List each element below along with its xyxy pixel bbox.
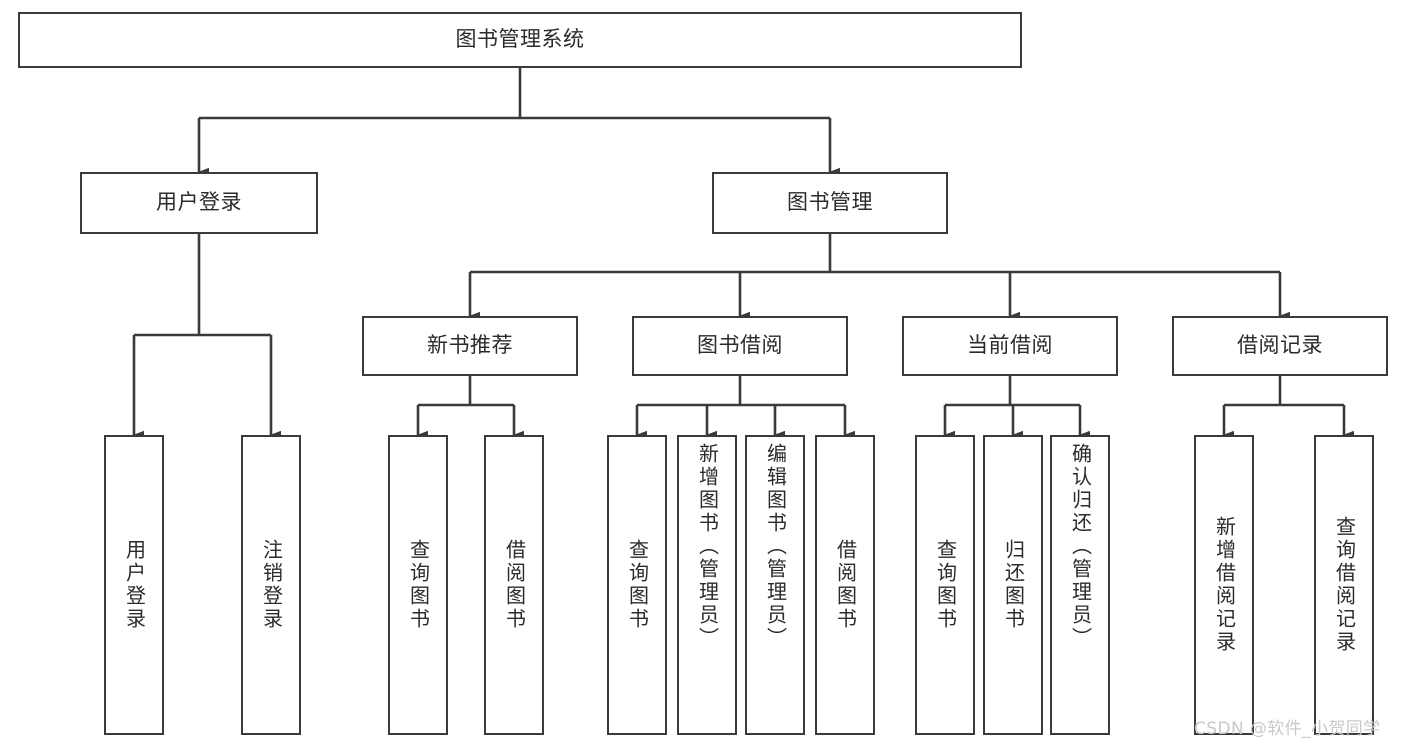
node-label: 图书管理 (787, 190, 873, 215)
node-label: 查询图书 (406, 539, 431, 631)
node-label: 归还图书 (1001, 539, 1026, 631)
csdn-watermark: CSDN @软件_小贺同学 (1194, 719, 1381, 739)
node-root[interactable]: 图书管理系统 (18, 12, 1022, 68)
leaf-query-book-1[interactable]: 查询图书 (388, 435, 448, 735)
node-label: 新增图书（管理员） (695, 443, 720, 650)
node-book-management[interactable]: 图书管理 (712, 172, 948, 234)
node-label: 用户登录 (156, 190, 242, 215)
leaf-user-login[interactable]: 用户登录 (104, 435, 164, 735)
leaf-logout-login[interactable]: 注销登录 (241, 435, 301, 735)
leaf-query-loan-record[interactable]: 查询借阅记录 (1314, 435, 1374, 735)
node-label: 图书管理系统 (455, 27, 585, 52)
leaf-edit-book-admin[interactable]: 编辑图书（管理员） (745, 435, 805, 735)
node-label: 用户登录 (122, 539, 147, 631)
node-label: 借阅图书 (502, 539, 527, 631)
leaf-query-book-2[interactable]: 查询图书 (607, 435, 667, 735)
leaf-confirm-return-admin[interactable]: 确认归还（管理员） (1050, 435, 1110, 735)
node-label: 编辑图书（管理员） (763, 443, 788, 650)
node-label: 查询借阅记录 (1332, 516, 1357, 654)
node-new-book-recommend[interactable]: 新书推荐 (362, 316, 578, 376)
node-book-borrow[interactable]: 图书借阅 (632, 316, 848, 376)
node-label: 当前借阅 (967, 333, 1053, 358)
node-label: 查询图书 (933, 539, 958, 631)
leaf-query-book-3[interactable]: 查询图书 (915, 435, 975, 735)
node-loan-record[interactable]: 借阅记录 (1172, 316, 1388, 376)
node-label: 新增借阅记录 (1212, 516, 1237, 654)
node-label: 确认归还（管理员） (1068, 443, 1093, 650)
leaf-add-loan-record[interactable]: 新增借阅记录 (1194, 435, 1254, 735)
node-label: 图书借阅 (697, 333, 783, 358)
node-label: 注销登录 (259, 539, 284, 631)
node-label: 新书推荐 (427, 333, 513, 358)
leaf-return-book[interactable]: 归还图书 (983, 435, 1043, 735)
node-label: 借阅记录 (1237, 333, 1323, 358)
leaf-add-book-admin[interactable]: 新增图书（管理员） (677, 435, 737, 735)
node-label: 借阅图书 (833, 539, 858, 631)
node-user-login[interactable]: 用户登录 (80, 172, 318, 234)
node-label: 查询图书 (625, 539, 650, 631)
leaf-borrow-book-2[interactable]: 借阅图书 (815, 435, 875, 735)
leaf-borrow-book-1[interactable]: 借阅图书 (484, 435, 544, 735)
node-current-loan[interactable]: 当前借阅 (902, 316, 1118, 376)
